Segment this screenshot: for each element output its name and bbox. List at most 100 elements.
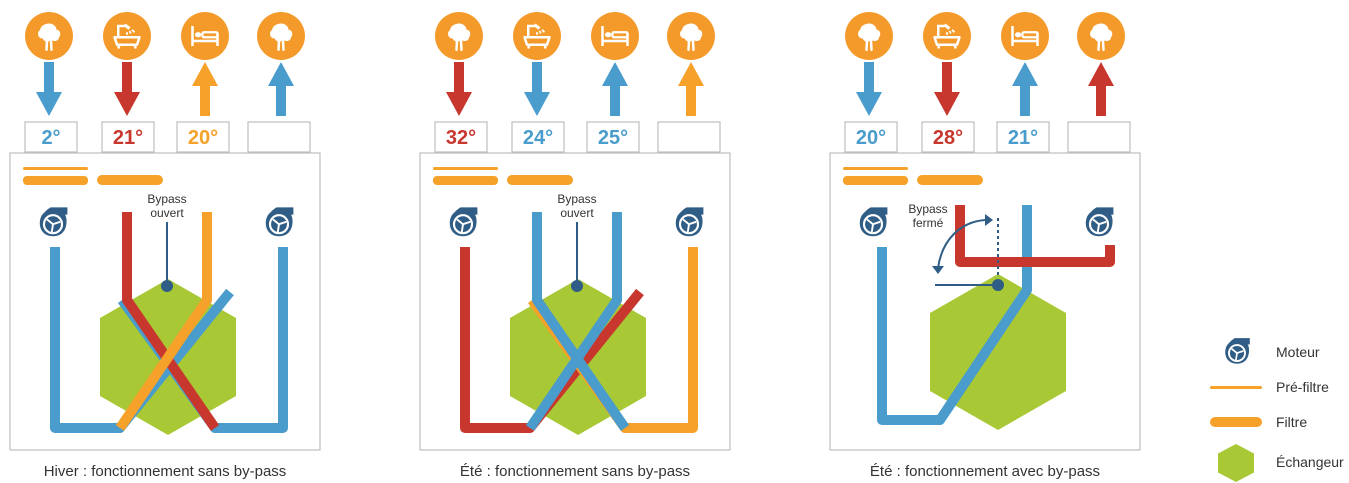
legend-prefilter-label: Pré-filtre: [1276, 379, 1329, 395]
arrow-up: [1088, 62, 1114, 116]
temperature-value: 20°: [856, 127, 886, 149]
bypass-label: Bypass: [908, 202, 947, 216]
temperature-box: [586, 121, 640, 153]
temperature-box: [247, 121, 311, 153]
bed-icon: [181, 12, 229, 60]
arrow-shaft: [1096, 84, 1106, 116]
temperature-value: 32°: [446, 127, 476, 149]
panel-caption: Été : fonctionnement sans by-pass: [460, 463, 690, 480]
icon-circle: [1001, 12, 1049, 60]
tree-icon: [845, 12, 893, 60]
temperature-value: 21°: [113, 127, 143, 149]
duct: [525, 212, 622, 431]
duct: [115, 212, 212, 431]
temperature-box: [657, 121, 721, 153]
arrow-shaft: [122, 62, 132, 94]
filter-bar: [433, 176, 498, 185]
arrow-shaft: [532, 62, 542, 94]
tree-icon: [257, 12, 305, 60]
icon-circle: [181, 12, 229, 60]
temperature-box: [996, 121, 1050, 153]
arrow-shaft: [44, 62, 54, 94]
arrow-shaft: [864, 62, 874, 94]
bed-icon: [591, 12, 639, 60]
arrow-down: [114, 62, 140, 116]
arrow-shaft: [276, 84, 286, 116]
arrow-head: [268, 62, 294, 86]
arrow-shaft: [942, 62, 952, 94]
bypass-label: Bypass: [557, 192, 596, 206]
arrow-head: [36, 92, 62, 116]
temperature-box: [176, 121, 230, 153]
arrow-up: [678, 62, 704, 116]
temperature-box: [101, 121, 155, 153]
legend-filter-label: Filtre: [1276, 414, 1307, 430]
arrow-up: [1012, 62, 1038, 116]
arrow-down: [856, 62, 882, 116]
arrow-up: [268, 62, 294, 116]
filters: [843, 167, 983, 185]
tree-icon: [667, 12, 715, 60]
bypass-state: ouvert: [560, 206, 594, 220]
bypass-rotation-arrow: [937, 219, 986, 269]
duct: [122, 212, 220, 431]
arrow-up: [602, 62, 628, 116]
panel-caption: Été : fonctionnement avec by-pass: [870, 463, 1100, 480]
arrow-down: [934, 62, 960, 116]
arrow-shaft: [686, 84, 696, 116]
arrow-head: [932, 266, 944, 274]
bypass-state: ouvert: [150, 206, 184, 220]
filter-swatch: [1210, 417, 1262, 427]
temperature-value: 20°: [188, 127, 218, 149]
bypass-damper: [161, 280, 173, 292]
arrow-down: [524, 62, 550, 116]
arrow-head: [114, 92, 140, 116]
temperature-value: 24°: [523, 127, 553, 149]
temperature-box: [511, 121, 565, 153]
arrow-head: [524, 92, 550, 116]
arrow-head: [985, 214, 993, 226]
motor-icon: [1224, 337, 1251, 365]
arrow-head: [1012, 62, 1038, 86]
filter-bar: [23, 176, 88, 185]
legend-exchanger-label: Échangeur: [1276, 454, 1344, 470]
arrow-down: [36, 62, 62, 116]
bypass-state: fermé: [913, 216, 944, 230]
arrow-shaft: [1020, 84, 1030, 116]
temperature-box: [1067, 121, 1131, 153]
temperature-box: [434, 121, 488, 153]
filter-bar: [917, 175, 983, 185]
arrow-shaft: [200, 84, 210, 116]
duct: [955, 205, 1115, 267]
icon-circle: [591, 12, 639, 60]
temperature-value: 2°: [41, 127, 60, 149]
arrow-head: [602, 62, 628, 86]
duct: [532, 212, 630, 431]
arrow-up: [192, 62, 218, 116]
legend-motor-label: Moteur: [1276, 344, 1320, 360]
arrow-shaft: [610, 84, 620, 116]
arrow-head: [1088, 62, 1114, 86]
prefilter-swatch: [1210, 386, 1262, 389]
arrow-head: [446, 92, 472, 116]
prefilter-line: [23, 167, 88, 170]
temperature-value: 21°: [1008, 127, 1038, 149]
filters: [23, 167, 163, 185]
arrow-shaft: [454, 62, 464, 94]
filter-bar: [97, 175, 163, 185]
exchanger-swatch: [1218, 444, 1254, 482]
bypass-damper: [571, 280, 583, 292]
temperature-box: [24, 121, 78, 153]
arrow-head: [934, 92, 960, 116]
temperature-value: 25°: [598, 127, 628, 149]
bed-icon: [1001, 12, 1049, 60]
filters: [433, 167, 573, 185]
duct: [460, 247, 644, 433]
arrow-head: [856, 92, 882, 116]
duct: [50, 247, 234, 433]
